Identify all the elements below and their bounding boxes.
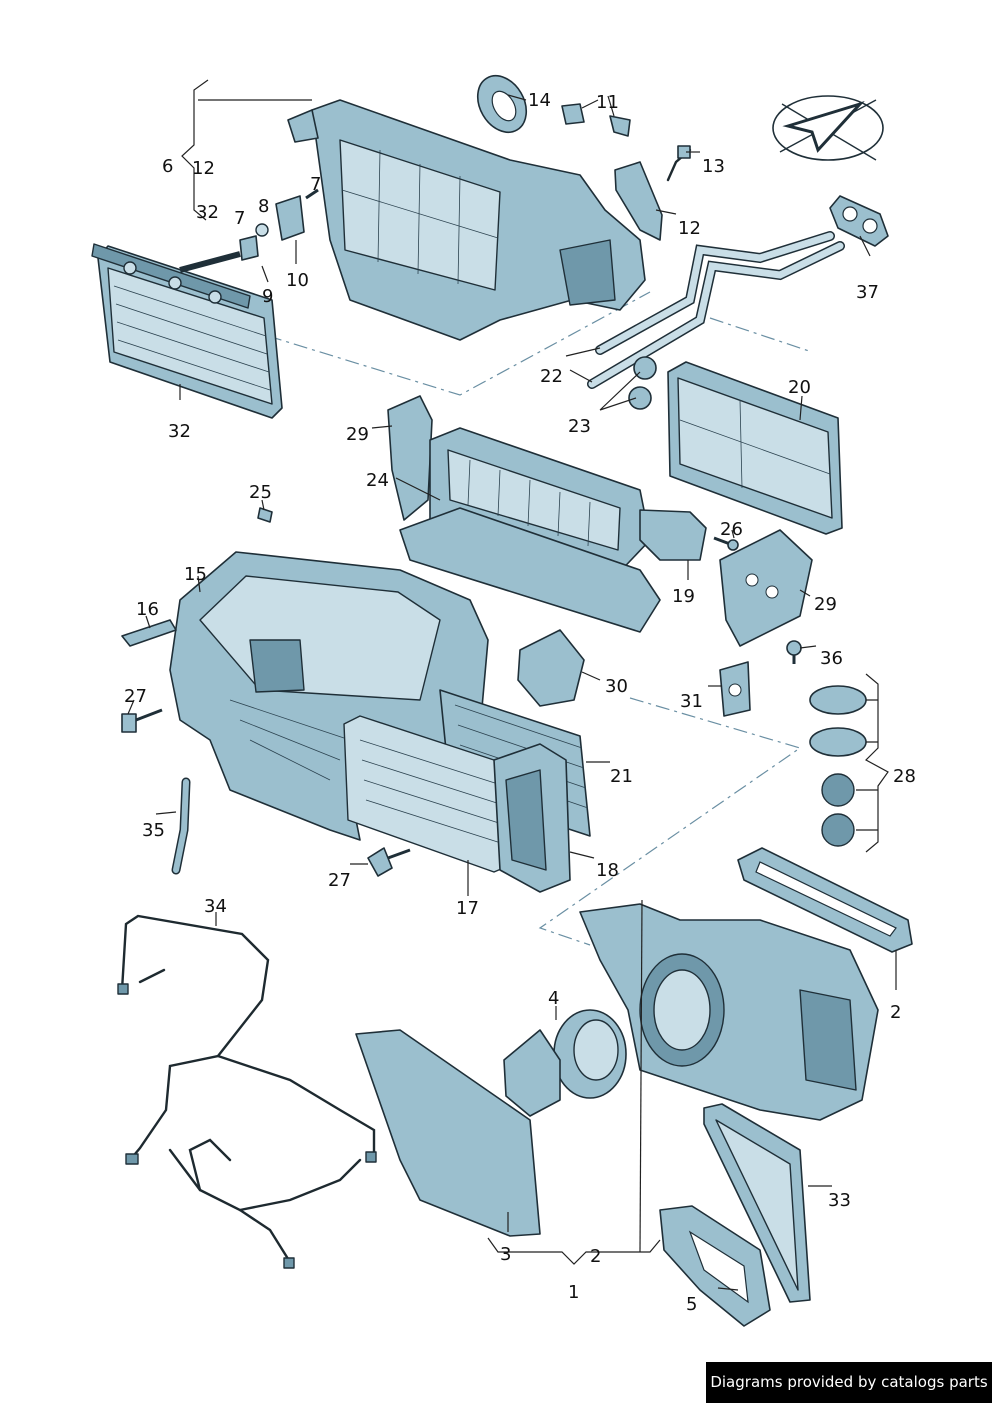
label-27: 27: [328, 870, 351, 891]
label-9: 9: [262, 286, 273, 307]
part-1-blower-housing: [579, 903, 879, 1121]
part-14-grommet: [476, 74, 528, 134]
part-4-blower-motor: [503, 1009, 627, 1117]
label-18: 18: [596, 860, 619, 881]
label-13: 13: [702, 156, 725, 177]
label-33: 33: [828, 1190, 851, 1211]
label-12: 12: [192, 158, 215, 179]
label-8: 8: [258, 196, 269, 217]
leader-lines: [127, 79, 897, 1291]
label-20: 20: [788, 377, 811, 398]
label-24: 24: [366, 470, 389, 491]
part-17-frame: [343, 715, 509, 873]
part-11-fittings: [561, 103, 631, 137]
assembly-lines: [267, 291, 813, 946]
label-35: 35: [142, 820, 165, 841]
label-26: 26: [720, 519, 743, 540]
part-2-seal-frame: [737, 847, 913, 953]
part-27-sensor-lower: [367, 847, 411, 877]
part-22-heater-pipes: [587, 231, 845, 389]
label-29: 29: [814, 594, 837, 615]
label-15: 15: [184, 564, 207, 585]
part-18-flap: [493, 743, 571, 893]
part-29-bracket-upper: [387, 395, 433, 521]
label-22: 22: [540, 366, 563, 387]
part-19-actuator: [639, 509, 707, 561]
part-23-clips: [628, 356, 657, 410]
label-27: 27: [124, 686, 147, 707]
label-32: 32: [196, 202, 219, 223]
part-number-labels: 6 12 32 7 8 7 10 9 14 11 13 12 37 32 22 …: [124, 90, 916, 1315]
label-32: 32: [168, 421, 191, 442]
label-29: 29: [346, 424, 369, 445]
label-16: 16: [136, 599, 159, 620]
part-6-upper-housing: [287, 99, 646, 341]
part-12-cover: [614, 161, 663, 241]
part-34-wiring-harness: [117, 914, 377, 1269]
label-2: 2: [590, 1246, 601, 1267]
part-31-bracket: [719, 661, 751, 717]
label-17: 17: [456, 898, 479, 919]
label-28: 28: [893, 766, 916, 787]
part-20-heater-core: [667, 361, 843, 535]
label-12: 12: [678, 218, 701, 239]
watermark-credit: Diagrams provided by catalogs parts: [706, 1362, 992, 1403]
part-25-clip: [257, 507, 273, 523]
part-24-flap-assembly: [399, 427, 661, 633]
part-26-screw: [713, 536, 739, 551]
part-28-gears: [809, 685, 867, 847]
label-30: 30: [605, 676, 628, 697]
label-37: 37: [856, 282, 879, 303]
label-31: 31: [680, 691, 703, 712]
part-16-bracket: [121, 619, 177, 647]
label-23: 23: [568, 416, 591, 437]
part-5-duct: [659, 1205, 771, 1327]
label-36: 36: [820, 648, 843, 669]
part-13-sensor: [666, 145, 692, 182]
label-25: 25: [249, 482, 272, 503]
label-14: 14: [528, 90, 551, 111]
part-3-insulation: [355, 1029, 541, 1237]
label-10: 10: [286, 270, 309, 291]
part-30-motor: [517, 629, 585, 707]
part-37-seal: [829, 195, 889, 247]
label-2: 2: [890, 1002, 901, 1023]
label-4: 4: [548, 988, 559, 1009]
part-32-evaporator: [91, 243, 283, 419]
label-7: 7: [310, 174, 321, 195]
label-11: 11: [596, 92, 619, 113]
label-34: 34: [204, 896, 227, 917]
part-35-drain-hose: [171, 777, 191, 875]
label-19: 19: [672, 586, 695, 607]
part-33-panel: [703, 1103, 811, 1303]
part-29-bracket-lower: [719, 529, 813, 647]
part-36-screw: [786, 640, 802, 664]
label-21: 21: [610, 766, 633, 787]
label-3: 3: [500, 1244, 511, 1265]
label-1: 1: [568, 1282, 579, 1303]
part-15-main-housing: [169, 551, 489, 841]
orientation-logo-icon: [772, 95, 884, 161]
label-6: 6: [162, 156, 173, 177]
part-27-sensor-upper: [121, 708, 163, 733]
label-5: 5: [686, 1294, 697, 1315]
part-10-expansion-valve: [179, 188, 319, 273]
label-7: 7: [234, 208, 245, 229]
